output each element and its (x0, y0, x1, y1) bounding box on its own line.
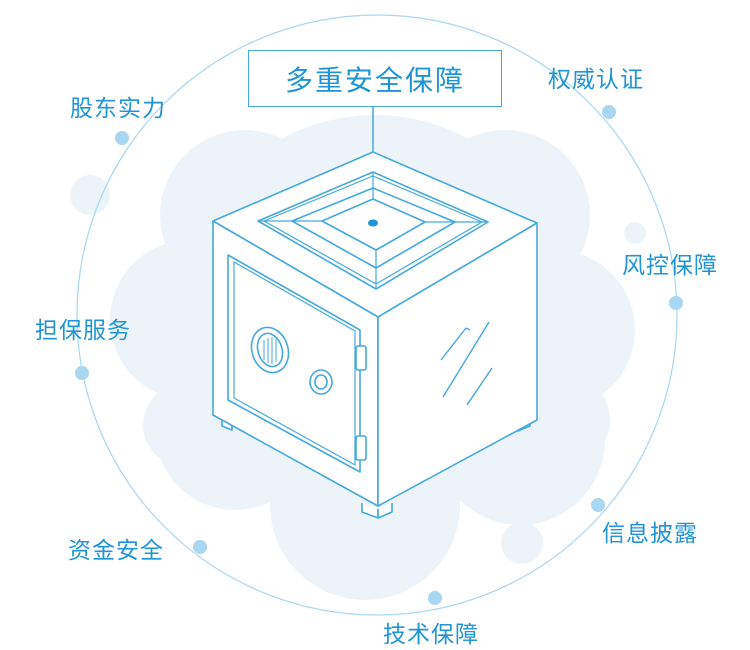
safe-box-icon (212, 151, 538, 519)
page-title: 多重安全保障 (284, 63, 465, 97)
title-box: 多重安全保障 (248, 50, 502, 107)
orbit-dot-disclosure (591, 498, 605, 512)
orbit-dot-guarantee (75, 366, 89, 380)
feature-label-fund-safety: 资金安全 (68, 538, 164, 564)
orbit-dot-technology (428, 591, 442, 605)
orbit-dot-shareholder (115, 131, 129, 145)
feature-label-technology: 技术保障 (383, 622, 479, 648)
orbit-dot-risk-control (669, 296, 683, 310)
feature-label-certification: 权威认证 (548, 67, 644, 93)
orbit-dot-fund-safety (193, 540, 207, 554)
feature-label-shareholder: 股东实力 (70, 96, 166, 122)
orbit-dot-certification (602, 105, 616, 119)
keyhole-dot (368, 219, 378, 227)
feature-label-guarantee: 担保服务 (35, 318, 131, 344)
orbit-ring (76, 14, 678, 616)
feature-label-risk-control: 风控保障 (622, 253, 718, 279)
feature-label-disclosure: 信息披露 (602, 521, 698, 547)
orbit-dots (75, 105, 683, 605)
